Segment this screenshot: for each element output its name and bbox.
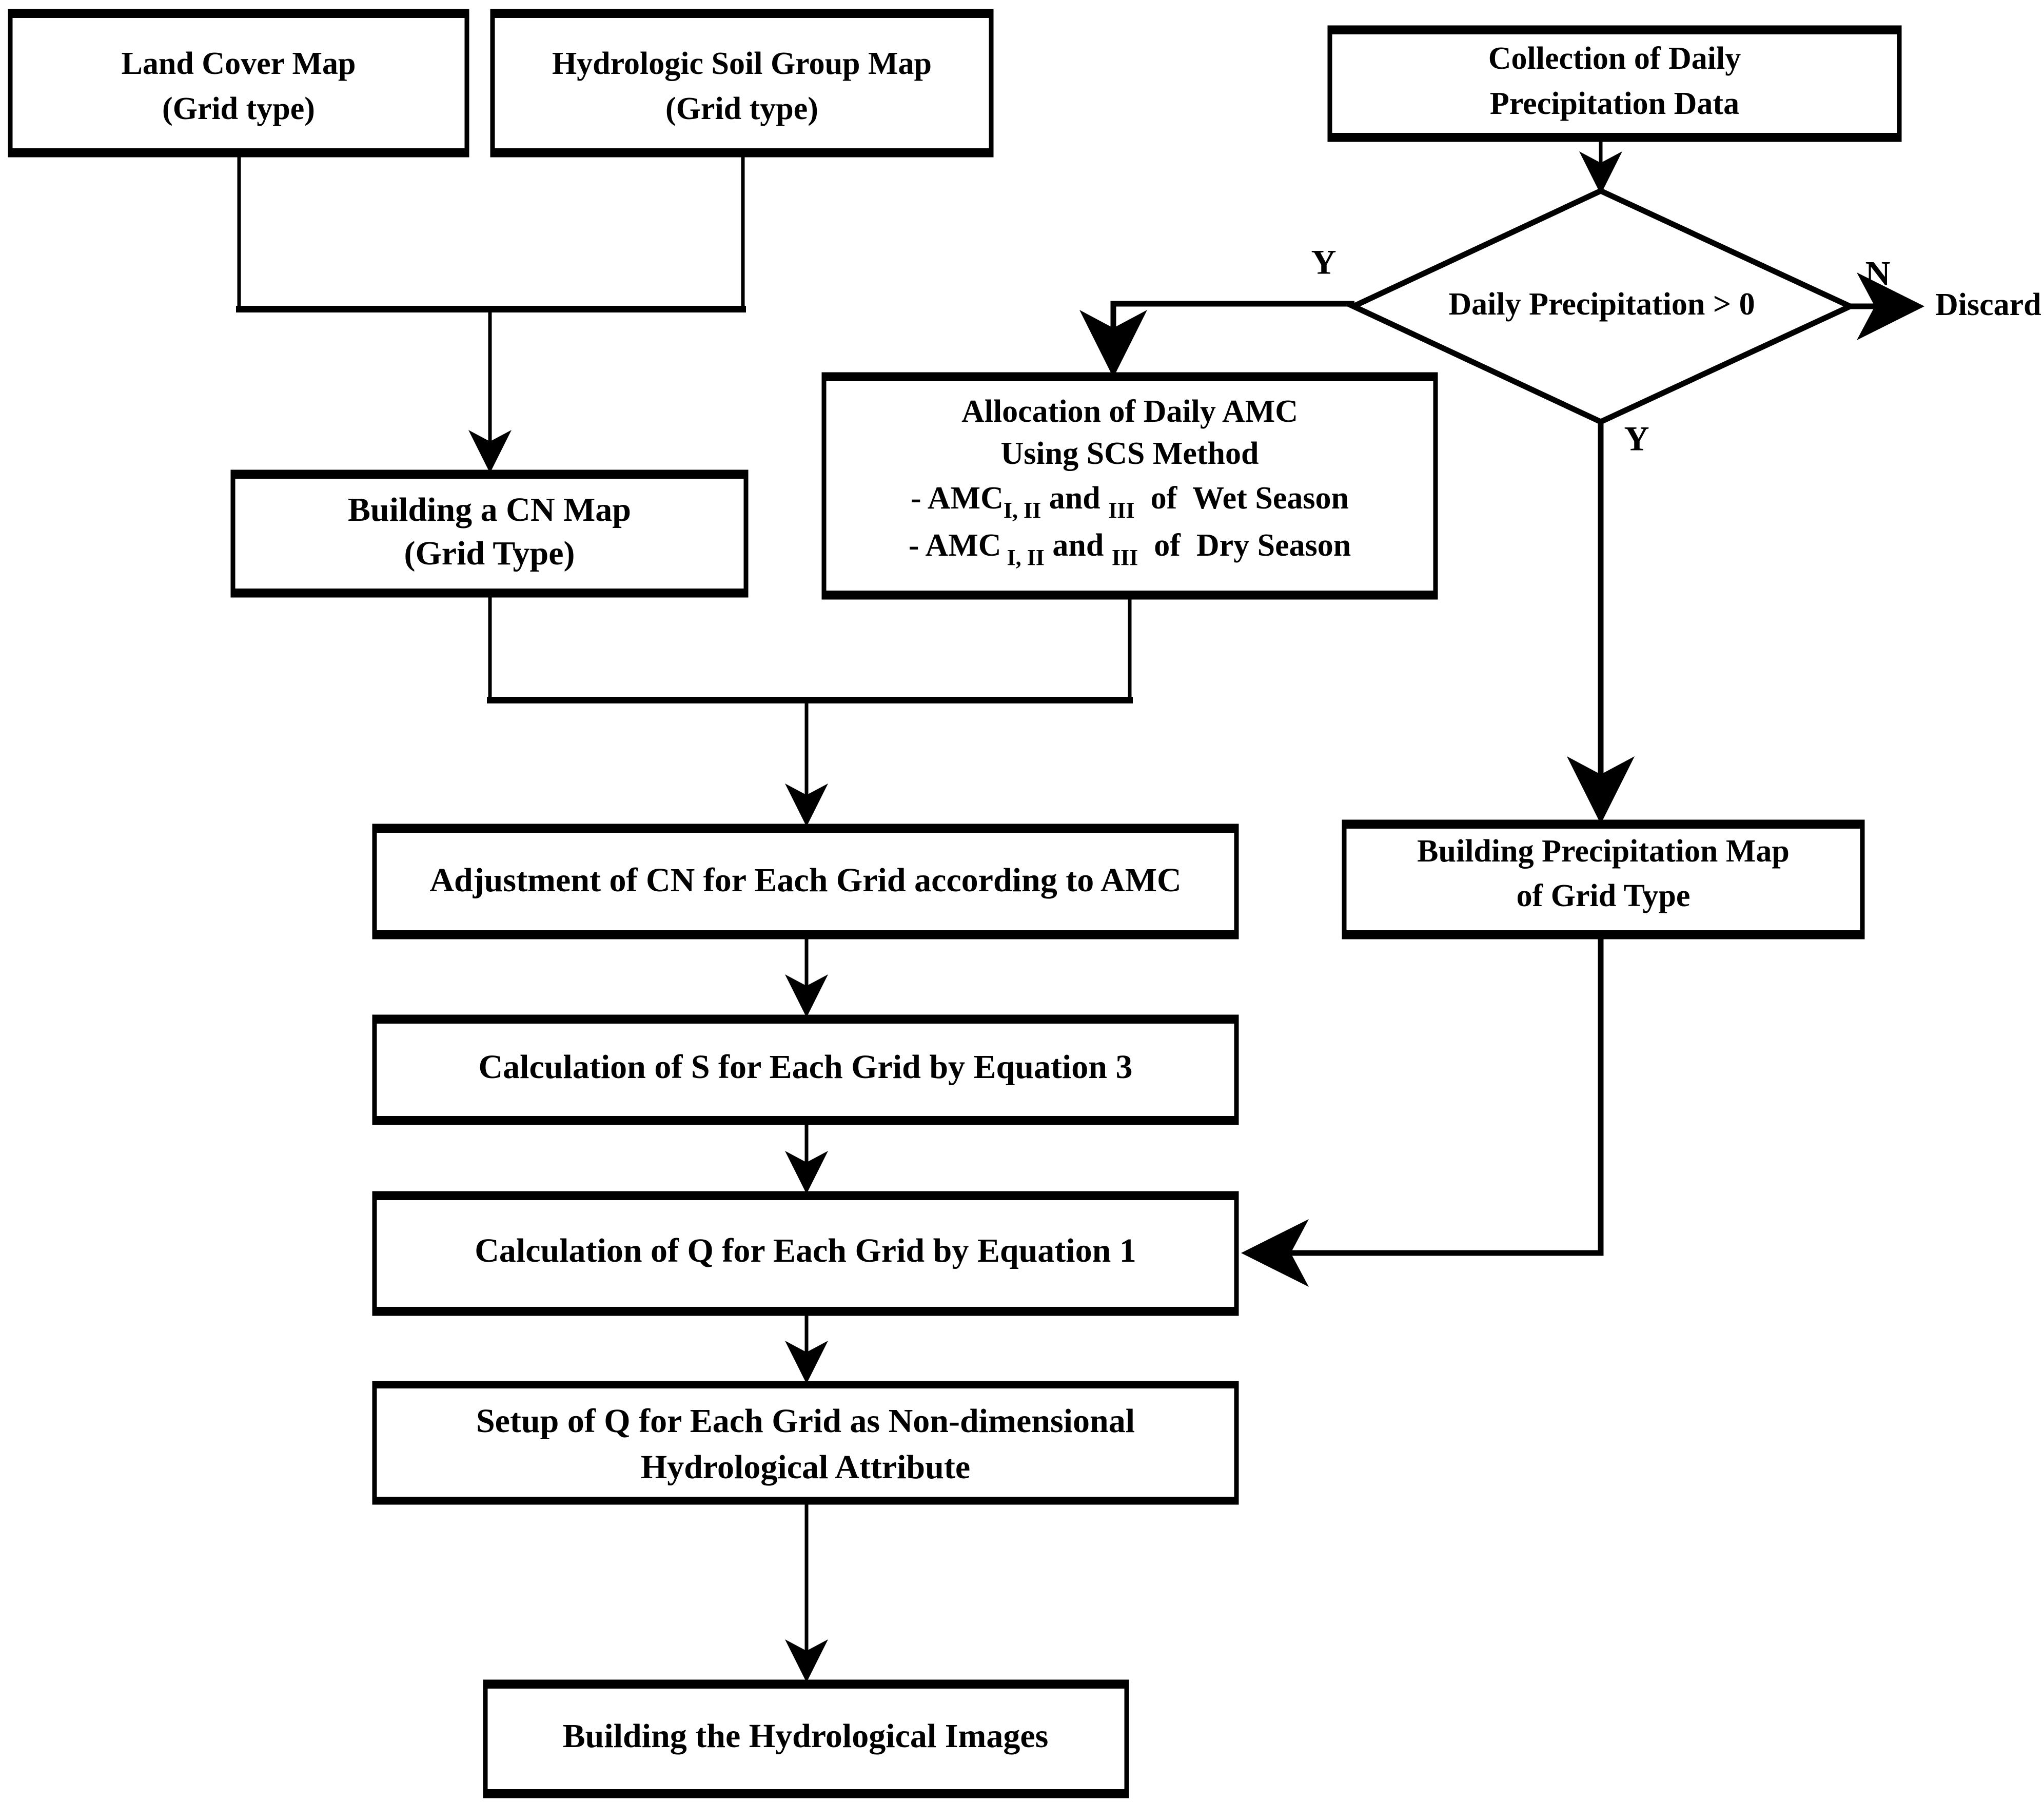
node-adjustment-cn[interactable]: Adjustment of CN for Each Grid according…	[372, 824, 1239, 939]
edge-decision-yes-to-amc	[1079, 301, 1354, 378]
edge-merge-bar-adjustment	[487, 697, 1133, 703]
node-building-hydrological-images[interactable]: Building the Hydrological Images	[483, 1679, 1129, 1798]
building-precipitation-map-line1: Building Precipitation Map	[1417, 834, 1790, 869]
land-cover-map-line2: (Grid type)	[162, 91, 315, 126]
node-calculation-q[interactable]: Calculation of Q for Each Grid by Equati…	[372, 1191, 1239, 1316]
collection-precipitation-line1: Collection of Daily	[1488, 41, 1741, 76]
amc-dry-sub1: I, II	[1001, 545, 1045, 570]
node-calculation-s[interactable]: Calculation of S for Each Grid by Equati…	[372, 1014, 1239, 1125]
amc-wet-suffix: of Wet Season	[1135, 481, 1349, 516]
node-collection-precipitation-data[interactable]: Collection of Daily Precipitation Data	[1327, 25, 1902, 142]
node-land-cover-map[interactable]: Land Cover Map (Grid type)	[8, 9, 469, 158]
allocation-amc-dry-line: - AMC I, II and III of Dry Season	[909, 528, 1351, 570]
allocation-amc-line1: Allocation of Daily AMC	[961, 394, 1298, 429]
hydrologic-soil-group-map-line1: Hydrologic Soil Group Map	[552, 46, 932, 81]
calculation-s-label: Calculation of S for Each Grid by Equati…	[479, 1048, 1133, 1086]
hydrologic-soil-group-map-line2: (Grid type)	[665, 91, 818, 126]
node-allocation-daily-amc[interactable]: Allocation of Daily AMC Using SCS Method…	[821, 372, 1438, 600]
amc-wet-mid: and	[1041, 481, 1108, 516]
amc-dry-suffix: of Dry Season	[1138, 528, 1351, 563]
branch-label-yes-left: Y	[1311, 243, 1336, 282]
amc-wet-prefix: - AMC	[911, 481, 1004, 516]
building-cn-map-line1: Building a CN Map	[348, 491, 631, 528]
setup-q-line1: Setup of Q for Each Grid as Non-dimensio…	[476, 1402, 1135, 1440]
collection-precipitation-line2: Precipitation Data	[1490, 86, 1739, 121]
allocation-amc-line2: Using SCS Method	[1001, 436, 1259, 471]
building-hydrological-images-label: Building the Hydrological Images	[563, 1717, 1049, 1755]
amc-dry-sub2: III	[1112, 545, 1138, 570]
setup-q-line2: Hydrological Attribute	[641, 1448, 970, 1486]
node-building-cn-map[interactable]: Building a CN Map (Grid Type)	[230, 469, 749, 598]
branch-label-yes-down: Y	[1624, 419, 1649, 458]
node-building-precipitation-map[interactable]: Building Precipitation Map of Grid Type	[1342, 819, 1865, 939]
land-cover-map-line1: Land Cover Map	[121, 46, 356, 81]
building-cn-map-line2: (Grid Type)	[404, 535, 575, 572]
allocation-amc-wet-line: - AMCI, II and III of Wet Season	[911, 481, 1349, 523]
node-hydrologic-soil-group-map[interactable]: Hydrologic Soil Group Map (Grid type)	[490, 9, 994, 158]
node-decision-daily-precipitation[interactable]: Daily Precipitation > 0	[1346, 187, 1857, 425]
amc-wet-sub2: III	[1108, 498, 1134, 523]
adjustment-cn-label: Adjustment of CN for Each Grid according…	[429, 861, 1181, 899]
discard-label: Discard	[1935, 287, 2041, 322]
calculation-q-label: Calculation of Q for Each Grid by Equati…	[475, 1232, 1136, 1269]
decision-daily-precipitation-label: Daily Precipitation > 0	[1448, 287, 1755, 322]
amc-dry-mid: and	[1045, 528, 1112, 563]
amc-wet-sub1: I, II	[1004, 498, 1041, 523]
node-setup-q[interactable]: Setup of Q for Each Grid as Non-dimensio…	[372, 1381, 1239, 1505]
amc-dry-prefix: - AMC	[909, 528, 1001, 563]
building-precipitation-map-line2: of Grid Type	[1517, 878, 1691, 913]
edge-precip-map-to-calc-q	[1241, 937, 1604, 1287]
branch-label-no-right: N	[1865, 254, 1890, 293]
